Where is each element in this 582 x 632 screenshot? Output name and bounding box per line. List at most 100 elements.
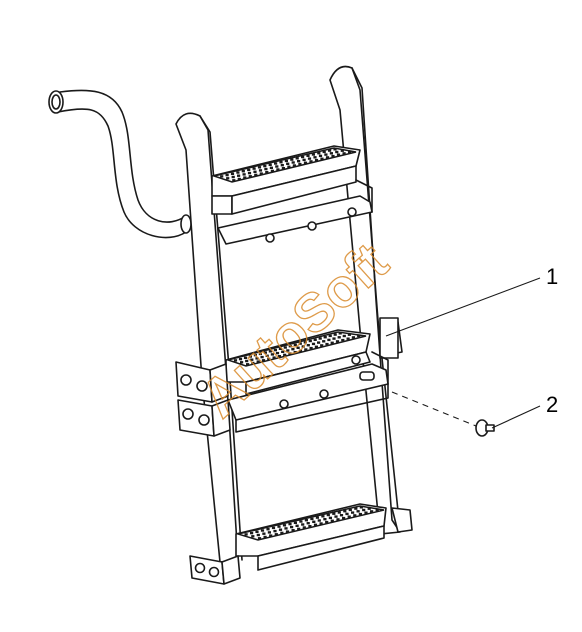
tread-cleat bbox=[290, 158, 294, 161]
tread-cleat bbox=[236, 171, 240, 174]
tread-cleat bbox=[332, 337, 336, 340]
tread-cleat bbox=[364, 511, 368, 514]
tread-cleat bbox=[367, 507, 371, 510]
tread-cleat bbox=[278, 347, 282, 350]
tread-cleat bbox=[265, 354, 269, 357]
tread-cleat bbox=[268, 350, 272, 353]
middle-step-bolts bbox=[279, 355, 375, 409]
tread-cleat bbox=[260, 529, 265, 532]
tread-cleat bbox=[324, 153, 328, 156]
tread-cleat bbox=[271, 526, 276, 530]
tread-cleat bbox=[258, 169, 263, 172]
tread-cleat bbox=[342, 334, 346, 338]
tread-cleat bbox=[252, 167, 256, 170]
tread-cleat bbox=[297, 527, 301, 531]
tread-cleat bbox=[275, 165, 279, 168]
tread-cleat bbox=[308, 525, 312, 528]
tread-cleat bbox=[329, 152, 333, 155]
tread-cleat bbox=[288, 522, 292, 526]
tread-cleat bbox=[301, 155, 305, 159]
tread-cleat bbox=[317, 341, 321, 344]
tread-cleat bbox=[247, 171, 252, 175]
tread-cleat bbox=[331, 154, 335, 158]
tread-cleat bbox=[277, 525, 281, 528]
tread-cleat bbox=[358, 512, 362, 516]
mounting-bracket-bottom bbox=[189, 555, 241, 585]
tread-cleat bbox=[375, 508, 379, 512]
tread-cleat bbox=[348, 508, 352, 512]
tread-cleat bbox=[246, 363, 250, 366]
tread-cleat bbox=[231, 175, 235, 179]
tread-cleat bbox=[267, 357, 271, 361]
tread-cleat bbox=[339, 514, 344, 517]
tread-cleat bbox=[288, 352, 292, 355]
tread-cleat bbox=[291, 161, 295, 164]
tread-cleat bbox=[266, 528, 270, 531]
tread-cleat bbox=[370, 510, 374, 513]
tread-cleat bbox=[308, 339, 312, 343]
bolt-part bbox=[391, 391, 495, 437]
tread-cleat bbox=[220, 175, 224, 178]
tread-cleat bbox=[357, 334, 361, 338]
tread-cleat bbox=[311, 342, 316, 346]
tread-cleat bbox=[302, 526, 306, 529]
tread-cleat bbox=[293, 521, 297, 524]
tread-cleat bbox=[243, 176, 247, 179]
tread-cleat bbox=[274, 533, 278, 536]
tread-cleat bbox=[270, 353, 274, 356]
tread-cleat bbox=[281, 350, 285, 353]
tread-cleat bbox=[301, 345, 305, 348]
tread-cleat bbox=[238, 357, 243, 361]
tread-cleat bbox=[277, 355, 281, 358]
tread-cleat bbox=[354, 507, 358, 510]
tread-cleat bbox=[337, 511, 341, 514]
tread-cleat bbox=[342, 516, 346, 520]
tread-cleat bbox=[285, 530, 290, 533]
tread-cleat bbox=[333, 333, 337, 336]
tread-cleat bbox=[299, 520, 303, 523]
lower-step bbox=[235, 503, 387, 571]
tread-cleat bbox=[304, 519, 308, 522]
tread-cleat bbox=[279, 161, 283, 164]
tread-cleat bbox=[335, 150, 339, 154]
tread-cleat bbox=[264, 167, 268, 171]
tread-cleat bbox=[230, 172, 235, 175]
tread-cleat bbox=[320, 344, 324, 347]
tread-cleat bbox=[336, 518, 340, 521]
tread-cleat bbox=[306, 522, 310, 525]
tread-cleat bbox=[247, 168, 251, 172]
tread-cleat bbox=[284, 527, 288, 530]
tread-cleat bbox=[309, 346, 313, 350]
tread-cleat bbox=[258, 352, 262, 356]
tread-cleat bbox=[286, 349, 290, 352]
tread-cleat bbox=[353, 514, 357, 517]
tread-cleat bbox=[263, 351, 267, 354]
tread-cleat bbox=[243, 356, 248, 359]
tread-cleat bbox=[315, 516, 319, 519]
tread-cleat bbox=[345, 512, 349, 516]
tread-cleat bbox=[255, 530, 259, 533]
tread-cleat bbox=[263, 164, 267, 168]
tread-cleat bbox=[298, 342, 302, 345]
tread-cleat bbox=[248, 355, 252, 358]
tread-cleat bbox=[283, 346, 287, 349]
tread-cleat bbox=[313, 338, 317, 341]
tread-cleat bbox=[309, 160, 313, 163]
tread-cleat bbox=[303, 161, 308, 164]
tread-cleat bbox=[311, 153, 315, 156]
tread-cleat bbox=[303, 341, 307, 344]
tread-cleat bbox=[301, 523, 305, 526]
tread-cleat bbox=[298, 162, 302, 166]
tread-cleat bbox=[291, 529, 295, 532]
tread-cleat bbox=[306, 154, 310, 157]
tread-cleat bbox=[323, 336, 327, 339]
tread-cleat bbox=[313, 523, 318, 526]
tread-cleat bbox=[253, 170, 257, 173]
tread-cleat bbox=[295, 524, 299, 527]
tread-cleat bbox=[323, 518, 327, 521]
tread-cleat bbox=[255, 357, 259, 360]
tread-cleat bbox=[248, 175, 252, 178]
tread-cleat bbox=[317, 152, 321, 155]
tread-cleat bbox=[314, 158, 319, 162]
tread-cleat bbox=[362, 508, 366, 512]
